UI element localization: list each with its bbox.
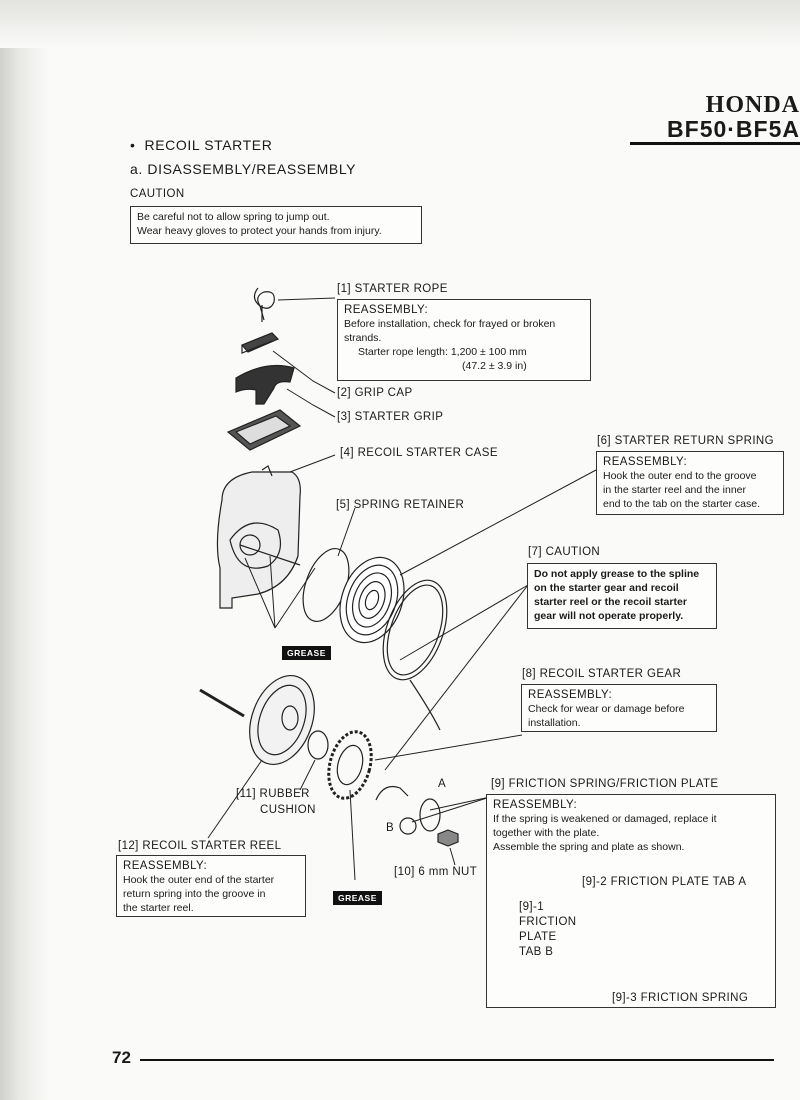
return-spring-heading: REASSEMBLY:: [603, 456, 688, 468]
starter-reel-line-2: return spring into the groove in: [123, 888, 266, 900]
caution-box: Be careful not to allow spring to jump o…: [130, 206, 422, 244]
leader-9b: [411, 796, 491, 823]
starter-rope-line-2: strands.: [344, 332, 382, 344]
tab-b-line-3: PLATE: [519, 931, 557, 943]
starter-gear-box: REASSEMBLY: Check for wear or damage bef…: [521, 684, 717, 732]
marker-b: B: [386, 822, 395, 834]
leader-7b: [384, 584, 529, 771]
starter-reel-line-3: the starter reel.: [123, 902, 194, 914]
label-rubber-cushion-2: CUSHION: [260, 804, 316, 816]
friction-line-3: Assemble the spring and plate as shown.: [493, 841, 685, 853]
label-starter-grip: [3] STARTER GRIP: [337, 411, 444, 423]
caution-7-line-4: gear will not operate properly.: [534, 610, 684, 622]
caution-7-box: Do not apply grease to the spline on the…: [527, 563, 717, 629]
starter-gear-line-1: Check for wear or damage before: [528, 703, 685, 715]
grease-tag-2: GREASE: [333, 891, 382, 905]
caution-7-line-3: starter reel or the recoil starter: [534, 596, 687, 608]
friction-line-1: If the spring is weakened or damaged, re…: [493, 813, 717, 825]
section-bullet: •: [130, 137, 136, 153]
label-friction-spring: [9]-3 FRICTION SPRING: [612, 992, 749, 1004]
brand-logo: HONDA: [705, 92, 800, 118]
label-starter-return-spring: [6] STARTER RETURN SPRING: [597, 435, 774, 447]
marker-a: A: [438, 778, 447, 790]
spec-value-inches: (47.2 ± 3.9 in): [462, 360, 527, 372]
leader-4: [289, 454, 336, 473]
label-recoil-starter-gear: [8] RECOIL STARTER GEAR: [522, 668, 682, 680]
friction-heading: REASSEMBLY:: [493, 799, 578, 811]
label-friction-plate-tab-b: [9]-1 FRICTION PLATE TAB B: [519, 900, 577, 960]
header-rule: [630, 142, 800, 145]
rubber-cushion-drawing: [307, 730, 329, 760]
tab-b-line-2: FRICTION: [519, 916, 577, 928]
recoil-starter-case-drawing: [216, 465, 301, 609]
starter-rope-knot-drawing: [253, 287, 275, 322]
leader-5: [337, 507, 356, 557]
starter-reel-line-1: Hook the outer end of the starter: [123, 874, 275, 886]
page-binding-shadow: [0, 0, 48, 1100]
grip-cap-drawing: [240, 332, 280, 354]
starter-gear-drawing: [327, 730, 373, 800]
leader-7a: [399, 584, 529, 661]
page-number: 72: [112, 1048, 131, 1067]
caution-line-2: Wear heavy gloves to protect your hands …: [137, 225, 382, 237]
caution-7-line-1: Do not apply grease to the spline: [534, 568, 700, 580]
leader-2: [272, 350, 336, 394]
label-recoil-starter-case: [4] RECOIL STARTER CASE: [340, 447, 498, 459]
caution-title: CAUTION: [130, 188, 185, 200]
spec-label: Starter rope length:: [358, 346, 448, 358]
grease-tag-1: GREASE: [282, 646, 331, 660]
friction-line-2: together with the plate.: [493, 827, 600, 839]
caution-7-line-2: on the starter gear and recoil: [534, 582, 679, 594]
section-title-text: RECOIL STARTER: [144, 137, 273, 153]
label-caution-7: [7] CAUTION: [528, 546, 601, 558]
starter-grip-drawing: [235, 365, 295, 405]
starter-rope-line-1: Before installation, check for frayed or…: [344, 318, 556, 330]
grip-housing-drawing: [226, 409, 302, 451]
starter-rope-heading: REASSEMBLY:: [344, 304, 429, 316]
label-6mm-nut: [10] 6 mm NUT: [394, 866, 478, 878]
spec-value: 1,200 ± 100 mm: [450, 346, 527, 358]
leader-11: [299, 759, 316, 791]
leader-3: [286, 388, 336, 418]
leader-grease1: [244, 555, 316, 629]
leader-grease2: [349, 789, 356, 881]
footer-rule: [140, 1059, 774, 1061]
section-subtitle: a. DISASSEMBLY/REASSEMBLY: [130, 161, 357, 177]
return-spring-box: REASSEMBLY: Hook the outer end to the gr…: [596, 451, 784, 515]
return-spring-drawing: [339, 556, 405, 644]
page-top-shadow: [0, 0, 800, 48]
leader-8: [374, 734, 523, 761]
label-friction-plate-tab-a: [9]-2 FRICTION PLATE TAB A: [582, 876, 747, 888]
leader-9a: [429, 796, 491, 811]
leader-1: [277, 297, 336, 301]
starter-gear-heading: REASSEMBLY:: [528, 689, 613, 701]
recoil-starter-reel-drawing: [199, 674, 315, 766]
starter-reel-heading: REASSEMBLY:: [123, 860, 208, 872]
leader-12: [207, 759, 263, 839]
caution-line-1: Be careful not to allow spring to jump o…: [137, 211, 330, 223]
return-spring-line-3: end to the tab on the starter case.: [603, 498, 761, 510]
leader-10: [449, 847, 456, 866]
tab-b-line-1: [9]-1: [519, 901, 545, 913]
label-spring-retainer: [5] SPRING RETAINER: [336, 499, 465, 511]
friction-plate-drawing: [375, 785, 459, 847]
label-grip-cap: [2] GRIP CAP: [337, 387, 413, 399]
starter-reel-box: REASSEMBLY: Hook the outer end of the st…: [116, 855, 306, 917]
label-recoil-starter-reel: [12] RECOIL STARTER REEL: [118, 840, 282, 852]
starter-gear-line-2: installation.: [528, 717, 581, 729]
section-title: • RECOIL STARTER: [130, 137, 272, 153]
return-spring-line-2: in the starter reel and the inner: [603, 484, 747, 496]
label-starter-rope: [1] STARTER ROPE: [337, 283, 448, 295]
tab-b-line-4: TAB B: [519, 946, 554, 958]
leader-6: [399, 469, 597, 576]
return-spring-line-1: Hook the outer end to the groove: [603, 470, 757, 482]
starter-rope-spec: Starter rope length: 1,200 ± 100 mm: [344, 345, 584, 359]
starter-rope-box: REASSEMBLY: Before installation, check f…: [337, 299, 591, 381]
model-name: BF50·BF5A: [667, 116, 800, 142]
label-friction-spring-plate: [9] FRICTION SPRING/FRICTION PLATE: [491, 778, 719, 790]
friction-box: REASSEMBLY: If the spring is weakened or…: [486, 794, 776, 1008]
label-rubber-cushion-1: [11] RUBBER: [236, 788, 310, 800]
